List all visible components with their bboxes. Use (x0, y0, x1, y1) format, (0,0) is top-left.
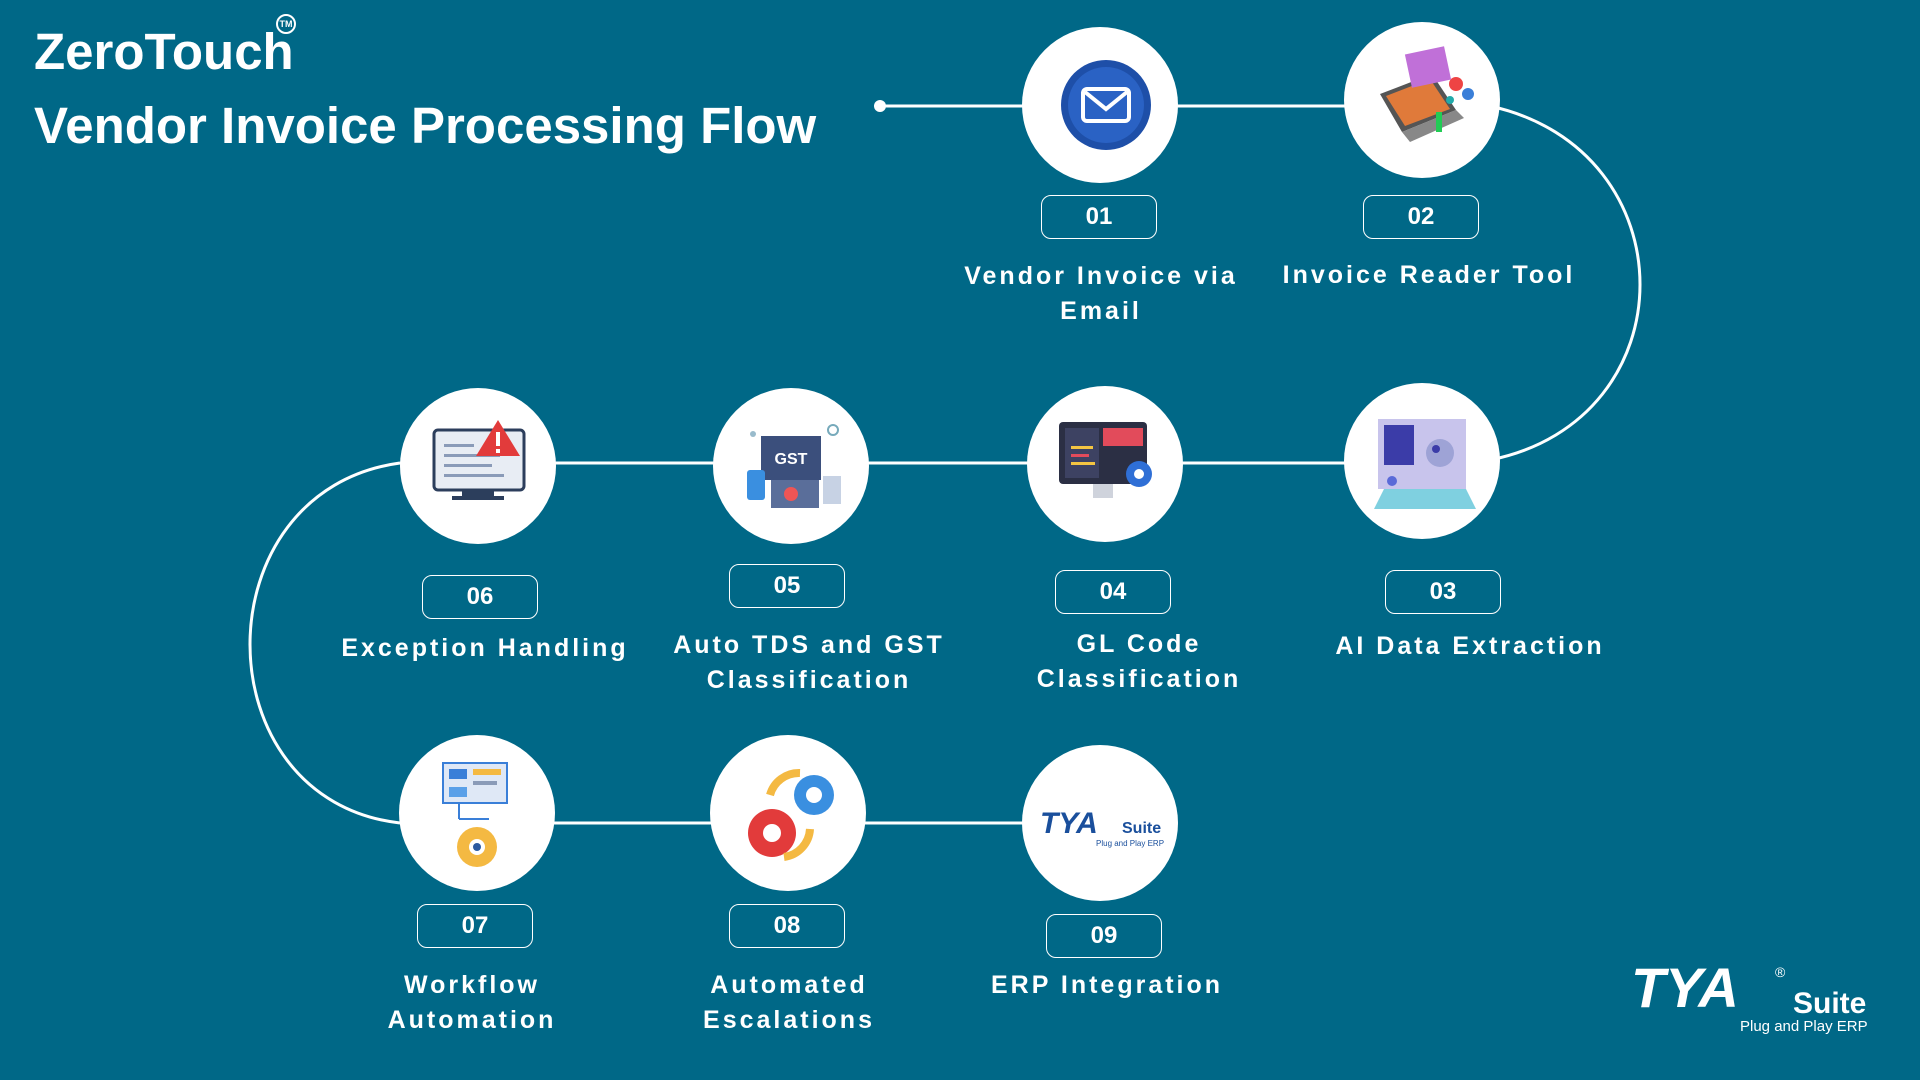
ai-robot-laptop-icon (1374, 419, 1476, 509)
node-9: TYA Suite Plug and Play ERP (1022, 745, 1178, 901)
step-6-label: Exception Handling (341, 634, 629, 662)
title-line-2: Vendor Invoice Processing Flow (34, 97, 817, 154)
node9-logo-wordmark: TYA (1040, 807, 1098, 840)
brand-suffix: Suite (1793, 987, 1866, 1020)
node-6 (400, 388, 556, 544)
title-line-1: ZeroTouch (34, 23, 294, 80)
workflow-chart-gear-icon (442, 762, 508, 867)
laptop-reader-icon (1380, 46, 1474, 142)
step-1-label: Vendor Invoice via Email (964, 262, 1238, 325)
node-3 (1344, 383, 1500, 539)
brand-registered: ® (1775, 964, 1786, 980)
gst-devices-icon: GST (747, 424, 841, 508)
step-7-number: 07 (417, 904, 533, 948)
step-3-number: 03 (1385, 570, 1501, 614)
step-2-number: 02 (1363, 195, 1479, 239)
step-9-number: 09 (1046, 914, 1162, 958)
node-4 (1027, 386, 1183, 542)
step-7-label: Workflow Automation (387, 971, 557, 1034)
flow-start-dot (874, 100, 886, 112)
envelope-icon (1061, 60, 1151, 150)
step-8-number: 08 (729, 904, 845, 948)
tya-logo-icon: TYA Suite Plug and Play ERP (1040, 807, 1164, 848)
step-3-label: AI Data Extraction (1335, 632, 1605, 660)
trademark-symbol: TM (276, 14, 296, 34)
node9-logo-suffix: Suite (1122, 820, 1161, 837)
node-2 (1344, 22, 1500, 178)
gears-cycle-icon (748, 769, 834, 861)
svg-text:GST: GST (775, 451, 808, 468)
step-5-label: Auto TDS and GST Classification (673, 631, 945, 694)
step-9-label: ERP Integration (990, 971, 1224, 999)
step-2-label: Invoice Reader Tool (1282, 261, 1576, 289)
tya-suite-logo: TYA ® Suite (1631, 956, 1866, 1020)
brand-wordmark: TYA (1631, 956, 1739, 1019)
step-4-number: 04 (1055, 570, 1171, 614)
node-5: GST (713, 388, 869, 544)
node-7 (399, 735, 555, 891)
brand-tagline: Plug and Play ERP (1740, 1018, 1868, 1035)
node9-logo-tagline: Plug and Play ERP (1096, 839, 1164, 848)
step-5-number: 05 (729, 564, 845, 608)
node-8 (710, 735, 866, 891)
monitor-warning-icon (432, 420, 526, 500)
step-6-number: 06 (422, 575, 538, 619)
step-4-label: GL Code Classification (1036, 630, 1242, 693)
node-1 (1022, 27, 1178, 183)
step-8-label: Automated Escalations (703, 971, 875, 1034)
code-monitor-gear-icon (1059, 422, 1152, 498)
step-1-number: 01 (1041, 195, 1157, 239)
